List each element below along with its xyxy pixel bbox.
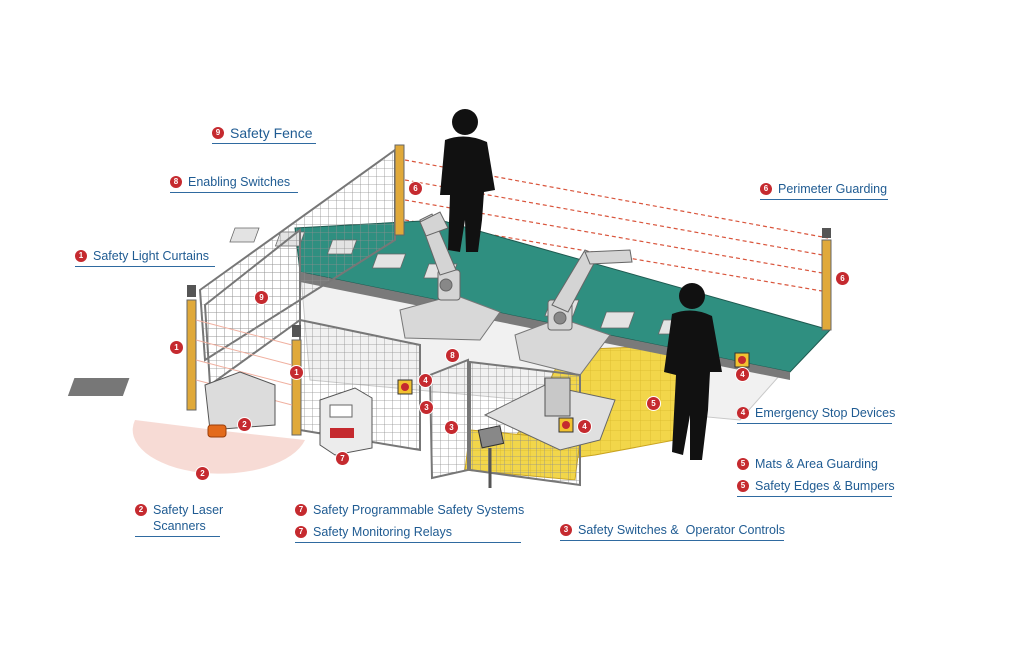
marker-laser-2b: 2: [196, 467, 209, 480]
badge-1: 1: [75, 250, 87, 262]
label-laser-line1: Safety Laser: [153, 503, 224, 517]
operator-pendant: [477, 425, 505, 488]
label-monitoring-relays-text: Safety Monitoring Relays: [313, 525, 452, 539]
laser-scanner-station: [67, 371, 305, 474]
underline-group-7: [295, 542, 521, 543]
marker-perimeter-6b: 6: [836, 272, 849, 285]
label-safety-light-curtains: 1 Safety Light Curtains: [75, 248, 215, 267]
label-monitoring-relays: 7 Safety Monitoring Relays: [295, 524, 452, 540]
person-front: [664, 283, 722, 460]
person-back: [440, 109, 495, 252]
label-safety-fence-text: Safety Fence: [230, 125, 313, 141]
control-cabinet: [319, 387, 373, 456]
label-enabling-switches-text: Enabling Switches: [188, 175, 291, 189]
badge-5a: 5: [737, 458, 749, 470]
badge-9: 9: [212, 127, 224, 139]
badge-4: 4: [737, 407, 749, 419]
badge-2: 2: [135, 504, 147, 516]
underline-group-5: [737, 496, 892, 497]
label-safety-laser-scanners: 2 Safety Laser Scanners: [135, 502, 224, 537]
badge-7a: 7: [295, 504, 307, 516]
robot-arm-right: [547, 249, 633, 331]
label-mats-area-guarding: 5 Mats & Area Guarding: [737, 456, 878, 472]
label-enabling-switches: 8 Enabling Switches: [170, 174, 298, 193]
label-laser-line2: Scanners: [153, 519, 206, 533]
label-mats-area-guarding-text: Mats & Area Guarding: [755, 457, 878, 471]
label-safety-fence: 9 Safety Fence: [212, 125, 316, 144]
badge-6: 6: [760, 183, 772, 195]
workstation-table: [483, 384, 616, 451]
label-emergency-stop-text: Emergency Stop Devices: [755, 406, 896, 420]
marker-curtain-1b: 1: [290, 366, 303, 379]
label-safety-light-curtains-text: Safety Light Curtains: [93, 249, 210, 263]
estop-devices: [397, 352, 750, 433]
marker-relays-7: 7: [336, 452, 349, 465]
fence-gate: [428, 358, 469, 480]
marker-estop-4a: 4: [419, 374, 432, 387]
marker-enabling-8: 8: [446, 349, 459, 362]
robot-arm-left: [419, 211, 461, 301]
label-safety-switches-text: Safety Switches & Operator Controls: [578, 523, 786, 537]
label-programmable-safety-systems: 7 Safety Programmable Safety Systems: [295, 502, 524, 518]
badge-8: 8: [170, 176, 182, 188]
marker-perimeter-6a: 6: [409, 182, 422, 195]
badge-3: 3: [560, 524, 572, 536]
marker-mats-5: 5: [647, 397, 660, 410]
badge-5b: 5: [737, 480, 749, 492]
monitor-panel: [544, 377, 571, 417]
marker-switch-3b: 3: [445, 421, 458, 434]
marker-curtain-1a: 1: [170, 341, 183, 354]
label-perimeter-guarding-text: Perimeter Guarding: [778, 182, 888, 196]
label-safety-edges-text: Safety Edges & Bumpers: [755, 479, 895, 493]
marker-laser-2a: 2: [238, 418, 251, 431]
light-curtain-posts: [186, 144, 832, 436]
marker-estop-4c: 4: [736, 368, 749, 381]
label-programmable-safety-systems-text: Safety Programmable Safety Systems: [313, 503, 525, 517]
label-perimeter-guarding: 6 Perimeter Guarding: [760, 181, 888, 200]
label-emergency-stop-devices: 4 Emergency Stop Devices: [737, 405, 896, 424]
marker-estop-4b: 4: [578, 420, 591, 433]
label-safety-edges-bumpers: 5 Safety Edges & Bumpers: [737, 478, 895, 494]
marker-fence-9: 9: [255, 291, 268, 304]
label-safety-switches-operator-controls: 3 Safety Switches & Operator Controls: [560, 522, 786, 541]
badge-7b: 7: [295, 526, 307, 538]
marker-switch-3a: 3: [420, 401, 433, 414]
